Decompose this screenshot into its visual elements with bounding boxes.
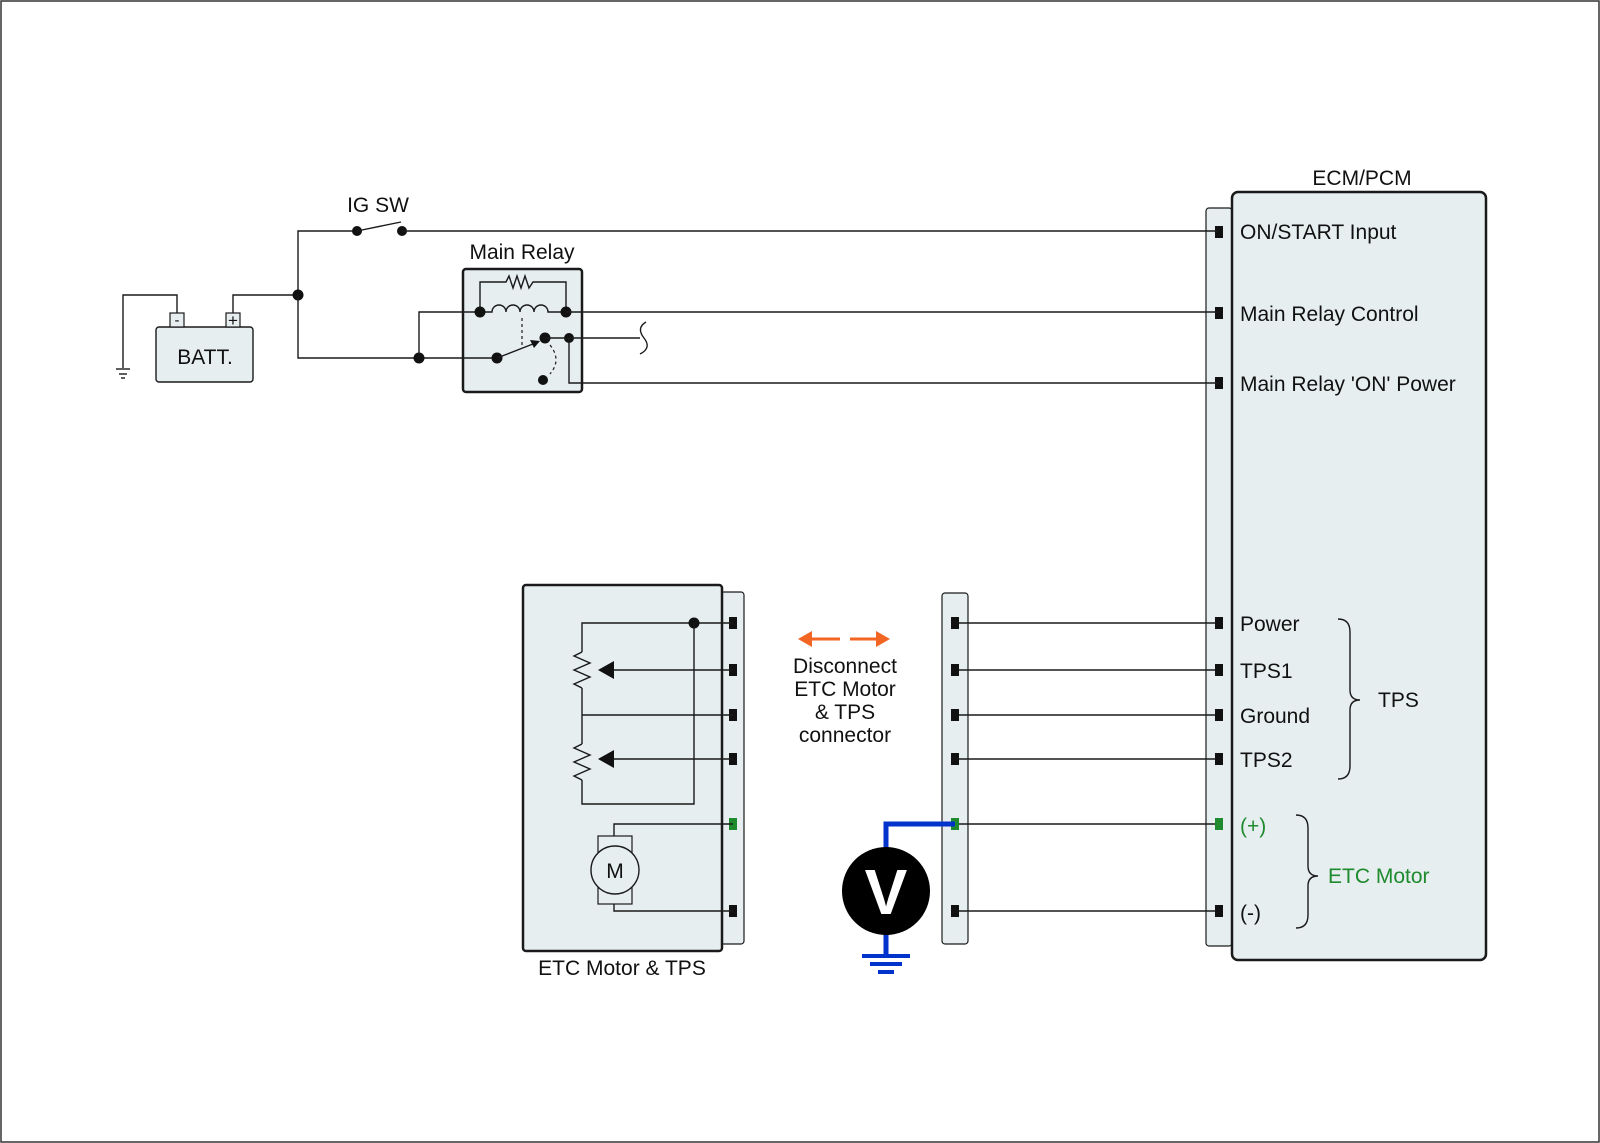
ecm-pin-main-relay-control — [1215, 307, 1223, 319]
battery-body — [155, 326, 254, 383]
tps1-potentiometer — [572, 651, 592, 689]
motor-icon — [590, 845, 640, 895]
wire-break-symbol — [639, 321, 648, 355]
relay-resistor — [479, 273, 567, 312]
ecm-pin-label: Power — [1240, 613, 1300, 636]
ecm-pin-on-start — [1215, 226, 1223, 238]
harness-pin — [951, 753, 959, 765]
ecm-pin-tps2 — [1215, 753, 1223, 765]
relay-switch-arm — [496, 341, 539, 359]
switch-blade — [356, 221, 402, 232]
etc-box — [521, 583, 724, 953]
tps2-wiper-arrow — [598, 750, 614, 768]
harness-pin — [951, 905, 959, 917]
ig-sw-feed-wire — [297, 230, 357, 295]
harness-connector — [941, 592, 1215, 945]
voltmeter: V — [842, 821, 955, 974]
disconnect-instruction: Disconnect ETC Motor & TPS connector — [793, 631, 897, 747]
ecm-pin-ground — [1215, 709, 1223, 721]
tps-power-return-wire — [581, 623, 695, 805]
instruction-line: Disconnect — [793, 655, 897, 678]
ecm-title: ECM/PCM — [1312, 167, 1411, 190]
ground-icon — [862, 954, 910, 974]
etc-connector-strip — [719, 591, 745, 945]
ecm-module: ECM/PCM ON/START Input Main Relay Contro… — [1205, 167, 1488, 962]
motor-symbol: M — [606, 860, 624, 883]
ecm-pin-label: Main Relay Control — [1240, 303, 1419, 326]
harness-pin — [951, 664, 959, 676]
voltmeter-probe-wire — [883, 821, 955, 849]
etc-motor-brace — [1295, 814, 1319, 929]
ecm-pin-motor-plus — [1215, 818, 1223, 830]
relay-travel-arc — [549, 344, 557, 375]
instruction-line: & TPS — [815, 701, 875, 724]
relay-switch-arrow — [530, 340, 540, 348]
relay-coil — [480, 304, 566, 313]
battery-label: BATT. — [177, 346, 233, 369]
battery-negative-sign: - — [175, 312, 180, 329]
main-relay-label: Main Relay — [469, 241, 575, 264]
etc-motor-tps-unit: ETC Motor & TPS M — [521, 583, 745, 980]
battery-positive-sign: + — [228, 311, 238, 330]
ecm-pin-label: TPS1 — [1240, 660, 1293, 683]
etc-motor-group-label: ETC Motor — [1328, 865, 1430, 888]
instruction-line: ETC Motor — [794, 678, 896, 701]
ecm-pin-label: (+) — [1240, 815, 1266, 838]
voltmeter-icon — [842, 847, 930, 935]
ecm-pin-power — [1215, 617, 1223, 629]
harness-connector-strip — [941, 592, 969, 945]
tps-brace — [1337, 618, 1361, 780]
ecm-pin-motor-minus — [1215, 905, 1223, 917]
harness-pin — [951, 617, 959, 629]
tps1-wiper-arrow — [598, 661, 614, 679]
relay-contact — [538, 375, 548, 385]
battery: - + BATT. — [116, 294, 298, 383]
harness-pin — [951, 709, 959, 721]
relay-power-wire — [297, 295, 497, 359]
battery-ground-wire — [122, 294, 178, 368]
battery-positive-wire — [232, 294, 298, 313]
ecm-box — [1230, 190, 1488, 962]
chassis-ground-icon — [116, 368, 130, 379]
relay-terminal — [474, 306, 486, 318]
motor-plus-wire — [613, 823, 733, 839]
ecm-pin-label: ON/START Input — [1240, 221, 1397, 244]
tps-power-wire — [581, 622, 733, 652]
tps2-potentiometer — [572, 743, 592, 781]
voltmeter-symbol: V — [865, 856, 908, 928]
tps-group-label: TPS — [1378, 689, 1419, 712]
main-relay-on-power-wire — [568, 338, 1219, 384]
arrow-right-icon — [876, 631, 890, 647]
arrow-left-icon — [798, 631, 812, 647]
ecm-pin-label: Ground — [1240, 705, 1310, 728]
ecm-pin-tps1 — [1215, 664, 1223, 676]
etc-box-label: ETC Motor & TPS — [538, 957, 706, 980]
ecm-pin-label: Main Relay 'ON' Power — [1240, 373, 1456, 396]
instruction-line: connector — [799, 724, 891, 747]
ecm-pin-label: (-) — [1240, 902, 1261, 925]
main-relay: Main Relay — [297, 241, 1219, 394]
ig-sw-label: IG SW — [347, 194, 409, 217]
relay-coil-feed-wire — [418, 311, 480, 358]
ecm-pin-label: TPS2 — [1240, 749, 1293, 772]
